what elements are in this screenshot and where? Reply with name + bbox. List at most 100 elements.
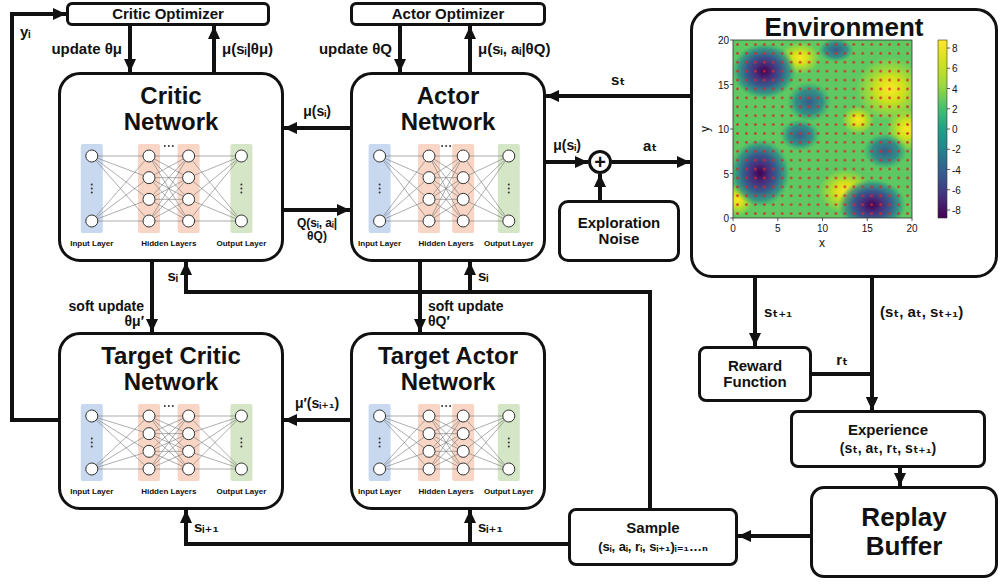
axis-ticks xyxy=(730,40,950,221)
edge-label: (sₜ, aₜ, sₜ₊₁) xyxy=(878,304,965,321)
node-subtext: (sᵢ, aᵢ, rᵢ, sᵢ₊₁)ᵢ₌₁…ₙ xyxy=(598,540,708,554)
sum-circle: + xyxy=(588,150,612,174)
edge-label: aₜ xyxy=(641,138,659,155)
heatmap xyxy=(733,40,912,218)
node-title: Critic Network xyxy=(101,83,241,136)
edge-label: yᵢ xyxy=(18,24,32,41)
buffer-box: Replay Buffer xyxy=(810,486,998,578)
colorbar xyxy=(938,40,947,218)
tick-label: 0 xyxy=(730,223,736,234)
connector-arrow xyxy=(212,26,216,72)
tick-label: -6 xyxy=(952,184,961,195)
tick-label: 0 xyxy=(952,124,958,135)
node-title: Target Critic Network xyxy=(86,343,256,396)
sample-box: Sample (sᵢ, aᵢ, rᵢ, sᵢ₊₁)ᵢ₌₁…ₙ xyxy=(568,508,738,566)
node-title: Target Actor Network xyxy=(363,343,533,396)
node-subtext: (sₜ, aₜ, rₜ, sₜ₊₁) xyxy=(840,441,936,456)
edge-label: sᵢ₊₁ xyxy=(476,519,505,536)
tick-label: 5 xyxy=(775,223,781,234)
edge-label: μ(sᵢ) xyxy=(551,138,583,153)
connector-arrow xyxy=(186,510,568,544)
optimizer-box: Critic Optimizer xyxy=(66,2,270,26)
connector-arrow xyxy=(612,160,690,164)
edge-label: μ(sᵢ) xyxy=(301,104,333,119)
layer-label: Output Layer xyxy=(217,240,267,249)
node-title: Sample xyxy=(626,520,679,537)
tick-label: 15 xyxy=(718,79,729,90)
connector-arrow xyxy=(753,278,757,346)
layer-label: Output Layer xyxy=(484,240,534,249)
edge-label: μ(sᵢ, aᵢ|θQ) xyxy=(476,41,552,58)
tick-label: 10 xyxy=(817,223,828,234)
tick-label: 8 xyxy=(952,43,958,54)
connector-arrow xyxy=(598,174,602,200)
network-box: Target Critic NetworkInput LayerHidden L… xyxy=(58,332,284,510)
edge-label: μ(sᵢ|θμ) xyxy=(220,41,275,58)
connector-arrow xyxy=(870,278,874,410)
connector-arrow xyxy=(284,126,350,130)
tick-label: 20 xyxy=(906,223,917,234)
edge-label: soft update θQ′ xyxy=(426,299,512,330)
layer-label: Input Layer xyxy=(70,240,113,249)
edge-label: sᵢ xyxy=(166,268,180,285)
connector-arrow xyxy=(398,26,402,72)
connector-arrow xyxy=(812,374,872,410)
axis-label: y xyxy=(699,126,712,132)
connector-arrow xyxy=(284,208,350,212)
reward-box: Reward Function xyxy=(698,346,812,402)
tick-label: 15 xyxy=(862,223,873,234)
network-box: Critic NetworkInput Layer Hidden Layers Ou… xyxy=(58,72,284,262)
axis-label: x xyxy=(819,237,825,250)
node-title: Environment xyxy=(765,13,924,42)
layer-label: Hidden Layers xyxy=(141,488,196,497)
edge-label: update θQ xyxy=(317,41,394,58)
connector-arrow xyxy=(150,262,154,332)
layer-label: Output Layer xyxy=(217,488,267,497)
layer-label: Output Layer xyxy=(484,488,534,497)
tick-label: 2 xyxy=(952,103,958,114)
node-title: Actor Optimizer xyxy=(392,6,505,23)
node-title: Actor Network xyxy=(378,83,518,136)
node-title: Reward Function xyxy=(710,358,800,391)
noise-box: Exploration Noise xyxy=(558,200,680,262)
layer-label: Hidden Layers xyxy=(419,240,474,249)
connector-arrow xyxy=(470,510,568,544)
environment-box: Environment xyxy=(690,8,998,278)
connector-arrow xyxy=(898,468,902,486)
connector-arrow xyxy=(128,26,132,72)
edge-label: sᵢ₊₁ xyxy=(192,519,221,536)
edge-label: Q(sᵢ, aᵢ|θQ) xyxy=(286,217,348,243)
edge-label: sₜ xyxy=(609,72,627,89)
tick-label: 6 xyxy=(952,63,958,74)
edge-label: sᵢ xyxy=(476,268,490,285)
connector-arrow xyxy=(468,26,472,72)
connector-arrow xyxy=(546,94,690,98)
node-title: Experience xyxy=(848,422,928,439)
tick-label: -2 xyxy=(952,144,961,155)
connector-arrow xyxy=(418,262,422,332)
connector-arrow xyxy=(738,534,810,538)
layer-label: Input Layer xyxy=(358,240,401,249)
edge-label: soft update θμ′ xyxy=(60,299,146,330)
tick-label: 0 xyxy=(723,213,729,224)
tick-label: -4 xyxy=(952,164,961,175)
layer-label: Hidden Layers xyxy=(141,240,196,249)
tick-label: 20 xyxy=(718,35,729,46)
layer-label: Input Layer xyxy=(358,488,401,497)
tick-label: 4 xyxy=(952,83,958,94)
node-title: Critic Optimizer xyxy=(112,6,224,23)
tick-label: -8 xyxy=(952,205,961,216)
connector-arrow xyxy=(546,160,588,164)
edge-label: update θμ xyxy=(49,41,124,58)
edge-label: rₜ xyxy=(834,352,850,369)
connector-arrow xyxy=(284,418,350,422)
optimizer-box: Actor Optimizer xyxy=(350,2,546,26)
node-title: + xyxy=(594,151,606,173)
network-box: Actor NetworkInput Layer Hidden Layers Out… xyxy=(350,72,546,262)
tick-label: 10 xyxy=(718,124,729,135)
experience-box: Experience (sₜ, aₜ, rₜ, sₜ₊₁) xyxy=(790,410,986,468)
layer-label: Hidden Layers xyxy=(419,488,474,497)
network-box: Target Actor NetworkInput Layer Hidden La… xyxy=(350,332,546,510)
plot-frame xyxy=(733,40,912,218)
tick-label: 5 xyxy=(723,168,729,179)
